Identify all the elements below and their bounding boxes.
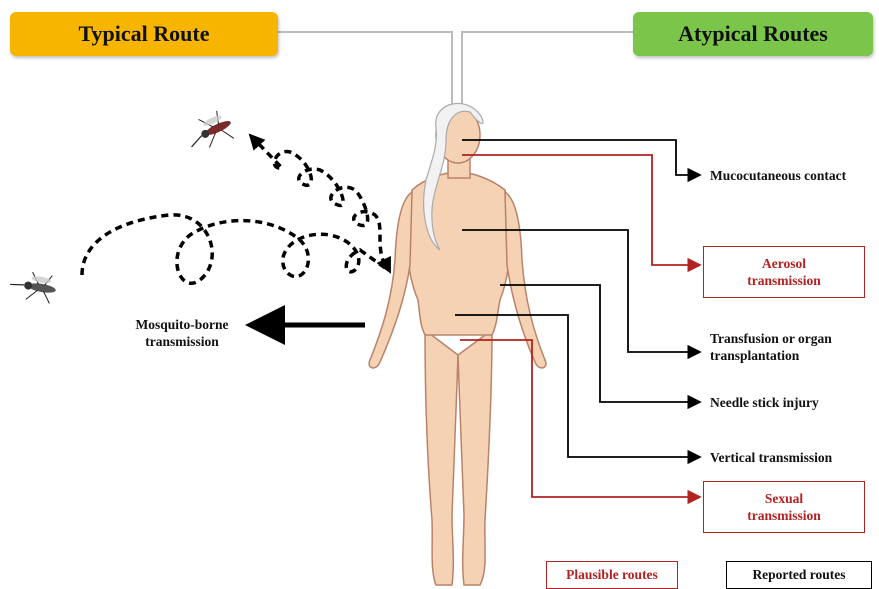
human-body-figure xyxy=(369,107,546,585)
transfusion-label: Transfusion or organ transplantation xyxy=(710,330,832,364)
mosquito-borne-line2: transmission xyxy=(112,333,252,350)
aerosol-line1: Aerosol xyxy=(762,255,806,272)
mucocutaneous-label: Mucocutaneous contact xyxy=(710,167,846,184)
transfusion-line2: transplantation xyxy=(710,347,832,364)
mosquito-flight-paths xyxy=(82,140,388,283)
mosquito-borne-label: Mosquito-borne transmission xyxy=(112,316,252,350)
sexual-line2: transmission xyxy=(747,507,821,524)
sexual-line1: Sexual xyxy=(765,490,803,507)
legend-reported-routes: Reported routes xyxy=(726,561,872,589)
transfusion-line1: Transfusion or organ xyxy=(710,330,832,347)
header-connectors xyxy=(278,32,633,112)
atypical-routes-header: Atypical Routes xyxy=(633,12,873,56)
mosquito-borne-line1: Mosquito-borne xyxy=(112,316,252,333)
aerosol-line2: transmission xyxy=(747,272,821,289)
mosquito-icon xyxy=(182,108,237,156)
mosquito-icon xyxy=(8,269,58,305)
typical-route-header: Typical Route xyxy=(10,12,278,56)
needle-stick-label: Needle stick injury xyxy=(710,394,819,411)
legend-plausible-routes: Plausible routes xyxy=(546,561,678,589)
vertical-transmission-label: Vertical transmission xyxy=(710,449,832,466)
aerosol-transmission-box: Aerosol transmission xyxy=(703,246,865,298)
sexual-transmission-box: Sexual transmission xyxy=(703,481,865,533)
